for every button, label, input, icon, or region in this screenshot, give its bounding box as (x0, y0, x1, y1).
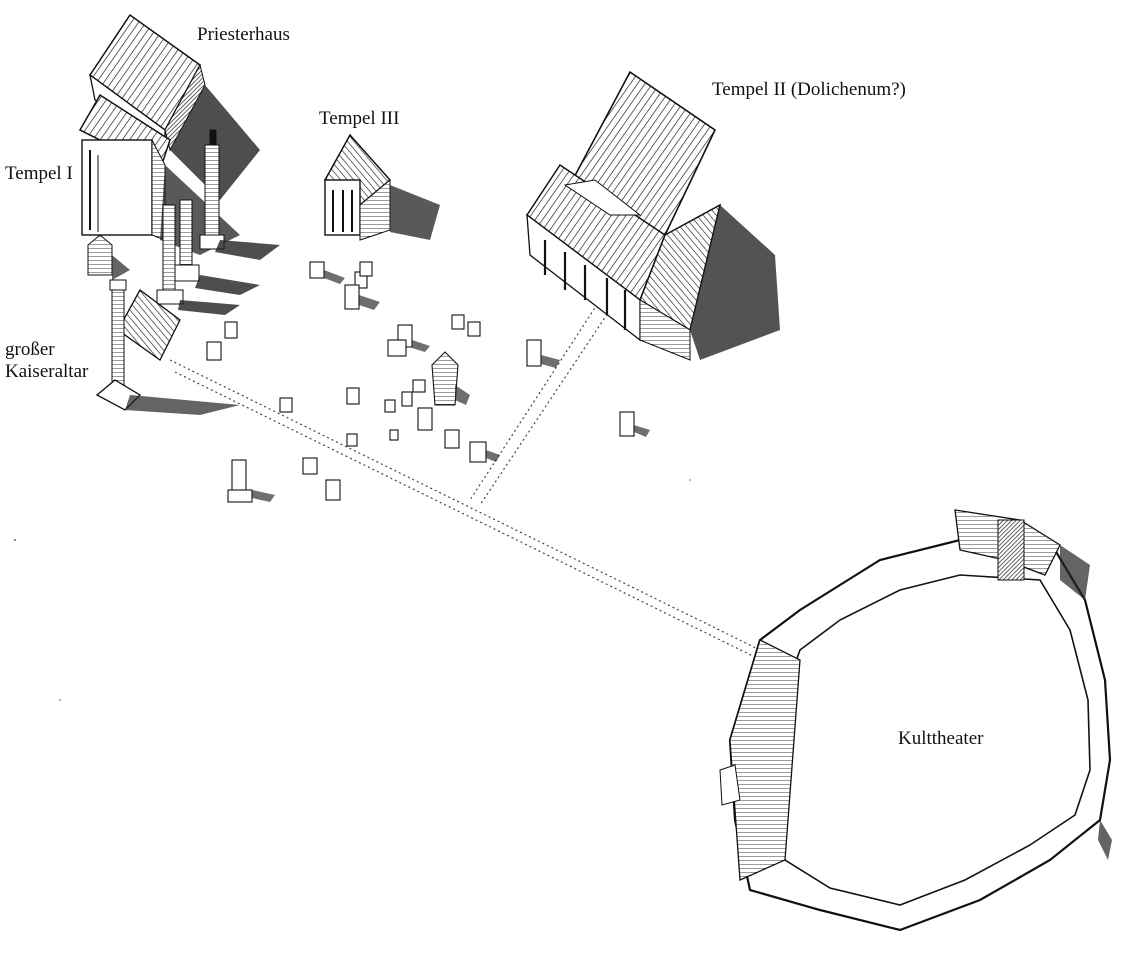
processional-path (169, 299, 766, 663)
small-shrine (87, 234, 130, 280)
altar-shadows (252, 270, 650, 502)
label-altar-line2: Kaiseraltar (5, 361, 89, 382)
tempel-iii-building (324, 133, 440, 241)
kulttheater-structure (719, 509, 1112, 932)
votive-altars (206, 261, 635, 503)
grosser-kaiseraltar-structure (95, 279, 240, 415)
label-altar-line1: großer (5, 339, 55, 360)
label-kulttheater: Kulttheater (898, 728, 984, 749)
label-tempel-i: Tempel I (5, 163, 73, 184)
scan-specks (14, 479, 691, 701)
label-priesterhaus: Priesterhaus (197, 24, 290, 45)
label-tempel-ii: Tempel II (Dolichenum?) (712, 79, 906, 100)
label-tempel-iii: Tempel III (319, 108, 400, 129)
tempel-ii-building (525, 70, 780, 361)
honor-columns (156, 129, 280, 315)
